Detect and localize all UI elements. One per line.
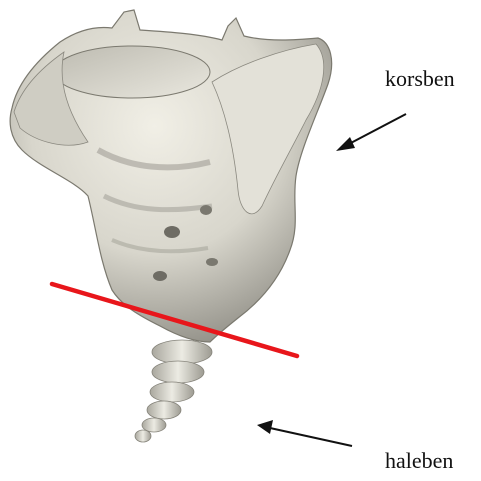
coccyx-label: haleben xyxy=(385,448,453,474)
sacral-foramen xyxy=(206,258,218,266)
sacral-base xyxy=(54,46,210,98)
coccyx-bone xyxy=(135,340,212,442)
sacral-foramen xyxy=(153,271,167,281)
sacrum-arrow xyxy=(336,114,406,151)
sacral-foramen xyxy=(200,205,212,215)
sacrum-label: korsben xyxy=(385,66,455,92)
sacral-foramen xyxy=(164,226,180,238)
coccyx-arrow xyxy=(257,420,352,446)
